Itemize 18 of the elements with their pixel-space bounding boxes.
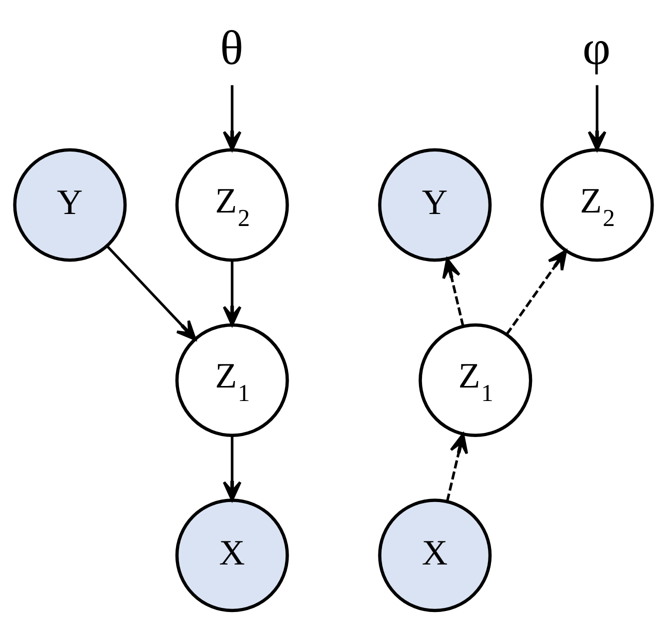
arrow bbox=[506, 249, 568, 335]
arrow bbox=[222, 260, 242, 326]
arrow bbox=[442, 257, 464, 326]
node-text: φ bbox=[582, 20, 611, 74]
node-circle: Y bbox=[13, 148, 127, 262]
node-circle: Z$_{1}$ bbox=[418, 322, 532, 436]
arrow bbox=[446, 432, 468, 502]
node-circle: X bbox=[378, 498, 492, 612]
node-circle: Z$_{2}$ bbox=[175, 148, 289, 262]
node-circle: X bbox=[175, 498, 289, 612]
node-circle: Z$_{2}$ bbox=[540, 148, 654, 262]
arrow bbox=[222, 84, 242, 151]
node-text: θ bbox=[220, 20, 244, 74]
node-circle: Y bbox=[378, 148, 492, 262]
arrow bbox=[588, 84, 606, 151]
arrow bbox=[106, 244, 196, 340]
node-circle: Z$_{1}$ bbox=[175, 322, 289, 436]
arrow bbox=[222, 435, 242, 501]
